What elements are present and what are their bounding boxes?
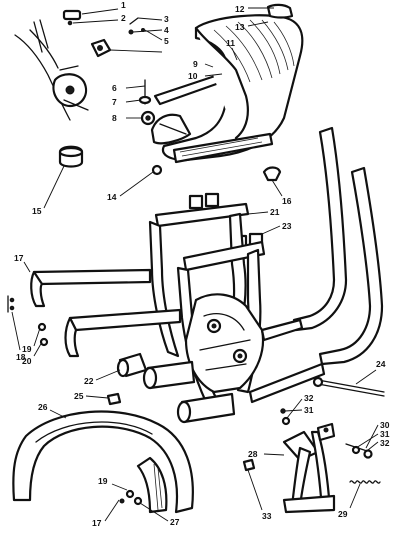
callout-32-lower: 32 <box>380 438 390 448</box>
callout-2: 2 <box>121 13 126 23</box>
callout-11: 11 <box>226 38 235 48</box>
part-17-screw <box>9 297 15 303</box>
part-33-bush <box>242 458 256 472</box>
callout-16: 16 <box>282 196 292 206</box>
callout-27: 27 <box>170 517 180 527</box>
callout-25: 25 <box>74 391 84 401</box>
callout-labels: 1 2 3 4 5 6 7 8 9 10 11 12 13 14 15 16 1… <box>14 0 390 528</box>
leader-lines <box>11 7 379 522</box>
callout-3: 3 <box>164 14 169 24</box>
callout-6: 6 <box>112 83 117 93</box>
callout-33: 33 <box>262 511 272 521</box>
callout-28: 28 <box>248 449 258 459</box>
callout-7: 7 <box>112 97 117 107</box>
callout-21: 21 <box>270 207 280 217</box>
part-7-washer <box>138 95 152 105</box>
part-2-screw <box>67 20 73 26</box>
callout-10: 10 <box>188 71 198 81</box>
callout-9: 9 <box>193 59 198 69</box>
callout-18: 18 <box>16 352 26 362</box>
left-side-rails <box>7 268 182 358</box>
callout-17-bottom: 17 <box>92 518 102 528</box>
callout-32-upper: 32 <box>304 393 314 403</box>
callout-31-upper: 31 <box>304 405 314 415</box>
part-12-cap <box>266 3 294 19</box>
callout-19-bottom: 19 <box>98 476 108 486</box>
callout-1: 1 <box>121 0 126 10</box>
callout-24: 24 <box>376 359 386 369</box>
part-25-nut <box>106 392 122 406</box>
part-17b-screw <box>119 498 125 504</box>
callout-26: 26 <box>38 402 48 412</box>
callout-17-top: 17 <box>14 253 24 263</box>
part-24-axle <box>312 376 385 397</box>
part-1-clip <box>62 9 82 21</box>
callout-20: 20 <box>22 356 32 366</box>
callout-15: 15 <box>32 206 42 216</box>
part-31a-washer <box>280 408 286 414</box>
callout-12: 12 <box>235 4 245 14</box>
callout-4: 4 <box>164 25 169 35</box>
part-19-washer <box>37 322 47 332</box>
part-14-bushing <box>151 164 163 176</box>
callout-19-left: 19 <box>22 344 32 354</box>
frame-bracket-2 <box>204 192 220 208</box>
callout-14: 14 <box>107 192 117 202</box>
callout-31-lower: 31 <box>380 429 390 439</box>
hardware-parts-1-5 <box>62 9 145 58</box>
callout-23: 23 <box>282 221 292 231</box>
frame-bracket-1 <box>188 194 204 210</box>
callout-8: 8 <box>112 113 117 123</box>
part-19b-washer <box>125 489 135 499</box>
part-16-stud <box>262 166 282 182</box>
part-32b-nut <box>363 449 373 459</box>
part-20-nut <box>39 337 49 347</box>
callout-29: 29 <box>338 509 348 519</box>
callout-13: 13 <box>235 22 245 32</box>
rear-fender <box>12 410 194 514</box>
seat-pan <box>161 3 304 164</box>
part-27-nut <box>133 496 143 506</box>
callout-30: 30 <box>380 420 390 430</box>
callout-22: 22 <box>84 376 94 386</box>
callout-5: 5 <box>164 36 169 46</box>
steering-column-detail <box>14 19 89 121</box>
seat-support <box>150 113 192 145</box>
main-frame <box>142 126 384 424</box>
part-4-nut <box>128 29 134 35</box>
part-31b-washer <box>351 445 361 455</box>
part-29-spring <box>349 480 381 484</box>
center-stand <box>282 422 336 514</box>
part-32a-nut <box>281 416 291 426</box>
